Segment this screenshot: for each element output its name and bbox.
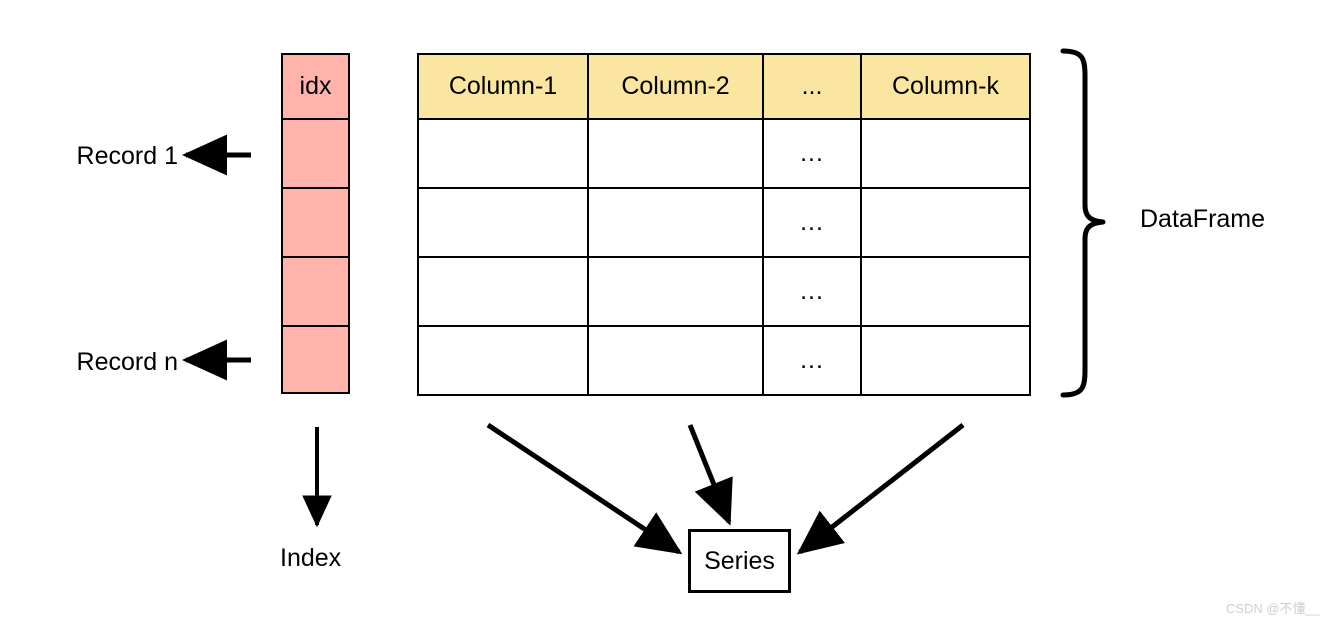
series-box: Series xyxy=(688,529,791,593)
table-cell xyxy=(587,118,764,189)
table-cell xyxy=(860,118,1031,189)
index-cell xyxy=(283,120,348,189)
table-row: ... xyxy=(417,325,1031,396)
column-header-ellipsis: ... xyxy=(762,53,862,120)
table-cell xyxy=(417,118,589,189)
table-cell xyxy=(417,256,589,327)
index-column: idx xyxy=(281,53,350,394)
table-cell xyxy=(860,325,1031,396)
record-label-first: Record 1 xyxy=(76,142,178,170)
table-row: ... xyxy=(417,118,1031,189)
record-label-last: Record n xyxy=(76,348,178,376)
dataframe-brace xyxy=(1060,48,1106,398)
table-row: ... xyxy=(417,256,1031,327)
table-cell xyxy=(417,187,589,258)
table-cell xyxy=(587,256,764,327)
column-k-to-series-arrow xyxy=(796,423,965,555)
column-1-to-series-arrow xyxy=(486,422,683,555)
table-row: ... xyxy=(417,187,1031,258)
table-cell-ellipsis: ... xyxy=(762,256,862,327)
table-header-row: Column-1 Column-2 ... Column-k xyxy=(417,53,1031,120)
table-cell xyxy=(860,256,1031,327)
watermark: CSDN @不懂__ xyxy=(1225,601,1320,616)
table-cell-ellipsis: ... xyxy=(762,118,862,189)
index-label: Index xyxy=(280,544,342,572)
index-column-header: idx xyxy=(283,55,348,120)
table-cell xyxy=(587,325,764,396)
column-header-k: Column-k xyxy=(860,53,1031,120)
index-cell xyxy=(283,189,348,258)
table-cell-ellipsis: ... xyxy=(762,325,862,396)
table-cell xyxy=(417,325,589,396)
column-header-1: Column-1 xyxy=(417,53,589,120)
table-cell-ellipsis: ... xyxy=(762,187,862,258)
column-2-to-series-arrow xyxy=(687,424,733,526)
column-header-2: Column-2 xyxy=(587,53,764,120)
table-cell xyxy=(860,187,1031,258)
dataframe-table: Column-1 Column-2 ... Column-k ... ... xyxy=(417,53,1031,396)
index-cell xyxy=(283,258,348,327)
series-label: Series xyxy=(704,546,775,575)
index-cell xyxy=(283,327,348,392)
table-cell xyxy=(587,187,764,258)
dataframe-label: DataFrame xyxy=(1140,205,1266,233)
